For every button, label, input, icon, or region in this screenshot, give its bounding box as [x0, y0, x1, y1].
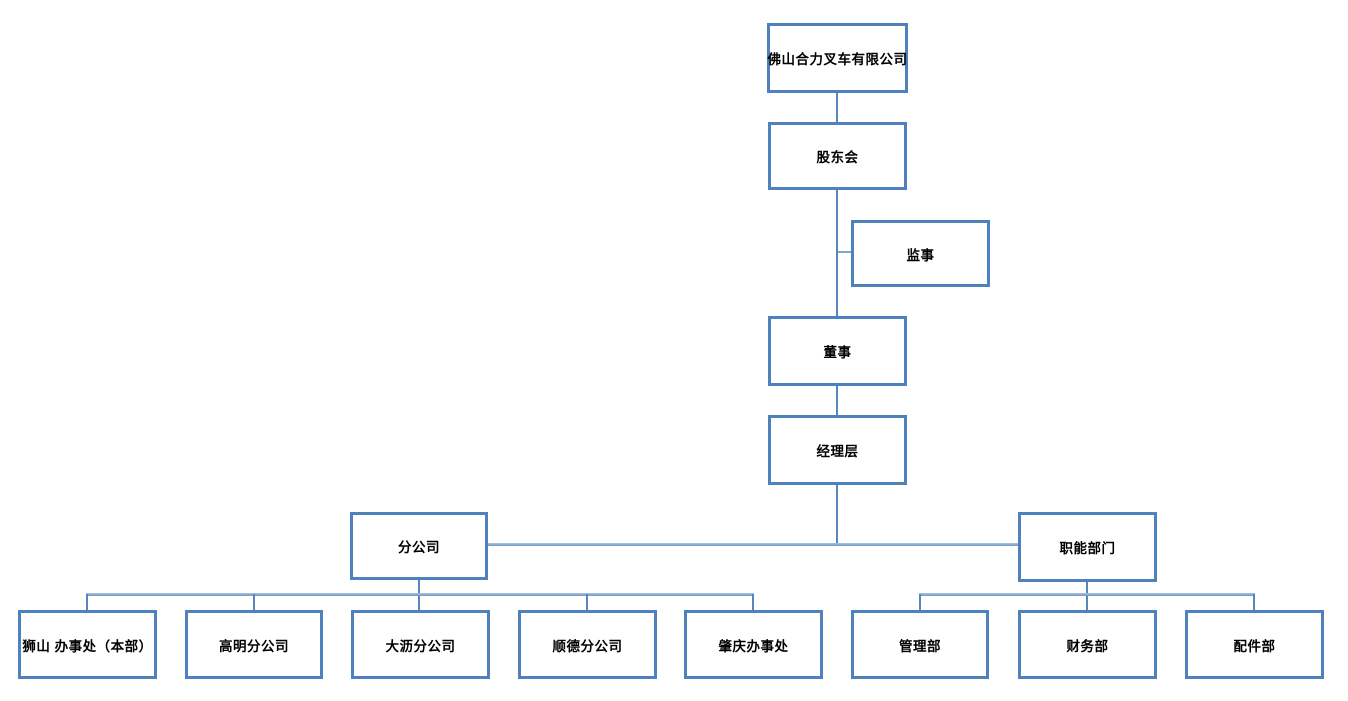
connector-director-management [836, 386, 838, 416]
org-node-parts-dept: 配件部 [1185, 610, 1324, 679]
connector-drop-parts-dept [1253, 594, 1255, 610]
connector-drop-shishan [86, 594, 88, 610]
org-node-shishan-office: 狮山 办事处（本部） [18, 610, 157, 679]
org-node-shareholders-label: 股东会 [816, 150, 859, 165]
connector-main-rail [488, 543, 1018, 546]
connector-management-drop [836, 485, 838, 545]
org-node-supervisor: 监事 [851, 220, 990, 287]
org-node-company: 佛山合力叉车有限公司 [767, 23, 908, 93]
org-node-shareholders: 股东会 [768, 122, 907, 190]
connector-company-shareholders [836, 92, 838, 123]
org-node-shunde-branch: 顺德分公司 [518, 610, 657, 679]
org-node-management: 经理层 [768, 415, 907, 485]
connector-shareholders-director [836, 190, 838, 316]
org-node-dali-branch: 大沥分公司 [351, 610, 490, 679]
connector-right-rail [919, 593, 1255, 596]
org-node-functional: 职能部门 [1018, 512, 1157, 582]
connector-functional-drop [1086, 582, 1088, 610]
connector-drop-management-dept [919, 594, 921, 610]
org-node-finance-dept: 财务部 [1018, 610, 1157, 679]
org-node-management-dept: 管理部 [851, 610, 989, 679]
connector-drop-shunde [586, 594, 588, 610]
org-node-zhaoqing-office-label: 肇庆办事处 [718, 638, 789, 654]
org-node-company-label: 佛山合力叉车有限公司 [767, 52, 908, 67]
connector-drop-gaoming [253, 594, 255, 610]
org-node-director: 董事 [768, 316, 907, 386]
org-node-gaoming-branch-label: 高明分公司 [219, 638, 289, 654]
connector-supervisor-branch [838, 251, 852, 253]
org-node-management-label: 经理层 [816, 444, 859, 459]
org-node-zhaoqing-office: 肇庆办事处 [684, 610, 823, 679]
org-node-director-label: 董事 [823, 345, 852, 360]
org-node-functional-label: 职能部门 [1059, 541, 1116, 556]
org-node-supervisor-label: 监事 [906, 247, 935, 263]
org-node-branches: 分公司 [350, 512, 488, 580]
connector-left-rail [86, 593, 754, 596]
org-node-branches-label: 分公司 [398, 540, 440, 555]
org-node-gaoming-branch: 高明分公司 [185, 610, 323, 679]
connector-drop-zhaoqing [752, 594, 754, 610]
org-node-finance-dept-label: 财务部 [1066, 638, 1109, 654]
org-node-shunde-branch-label: 顺德分公司 [552, 638, 623, 654]
org-node-shishan-office-label: 狮山 办事处（本部） [22, 638, 153, 654]
org-node-parts-dept-label: 配件部 [1233, 638, 1276, 654]
org-node-management-dept-label: 管理部 [899, 638, 941, 654]
org-node-dali-branch-label: 大沥分公司 [385, 638, 456, 654]
